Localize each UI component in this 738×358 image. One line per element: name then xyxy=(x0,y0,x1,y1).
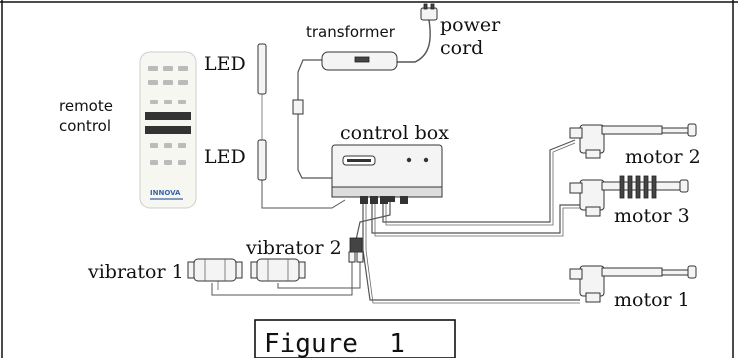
remote-label: remote xyxy=(59,97,113,115)
remote-brand: INNOVA xyxy=(150,189,181,197)
control-box xyxy=(331,144,443,204)
vibrator-main-wire xyxy=(355,200,391,241)
power-plug xyxy=(420,3,438,21)
vibrator-2-wire xyxy=(277,262,361,289)
motor-1-device xyxy=(569,265,697,303)
vibrator-1-wire xyxy=(211,262,353,296)
transformer xyxy=(321,51,398,71)
motor-2-device xyxy=(569,123,697,159)
power-cord-wire xyxy=(395,19,431,63)
control-label: control xyxy=(59,117,111,135)
wires xyxy=(211,19,580,304)
motor-2-wire xyxy=(382,139,576,223)
cord-label: cord xyxy=(440,37,483,59)
vibrator-2-label: vibrator 2 xyxy=(245,237,342,259)
figure-caption-box xyxy=(254,319,456,358)
control-box-label: control box xyxy=(340,122,449,144)
motor-1-wire xyxy=(362,200,580,301)
led-top-label: LED xyxy=(204,53,246,75)
inline-connector xyxy=(292,99,304,115)
vibrator-1-label: vibrator 1 xyxy=(87,261,184,283)
vibrator-1-device xyxy=(187,258,243,282)
led-bottom-label: LED xyxy=(204,146,246,168)
power-label: power xyxy=(440,14,501,36)
vibrator-splitter xyxy=(348,237,364,263)
remote-control: INNOVA xyxy=(139,51,197,209)
led-wire xyxy=(261,178,346,209)
vibrator-2-device xyxy=(250,258,306,282)
motor-1-wire-b xyxy=(365,200,580,304)
motor-2-label: motor 2 xyxy=(625,146,701,168)
motor-3-wire xyxy=(371,200,580,234)
led-strip-top xyxy=(257,43,267,140)
motor-3-label: motor 3 xyxy=(614,205,690,227)
motor-3-wire-b xyxy=(374,200,580,237)
motor-1-label: motor 1 xyxy=(614,289,690,311)
transformer-label: transformer xyxy=(306,23,396,41)
led-strip-bottom xyxy=(257,139,267,181)
motor-2-wire-b xyxy=(385,142,576,226)
figure-caption: Figure 1 xyxy=(264,329,405,358)
motor-3-device xyxy=(569,175,689,217)
